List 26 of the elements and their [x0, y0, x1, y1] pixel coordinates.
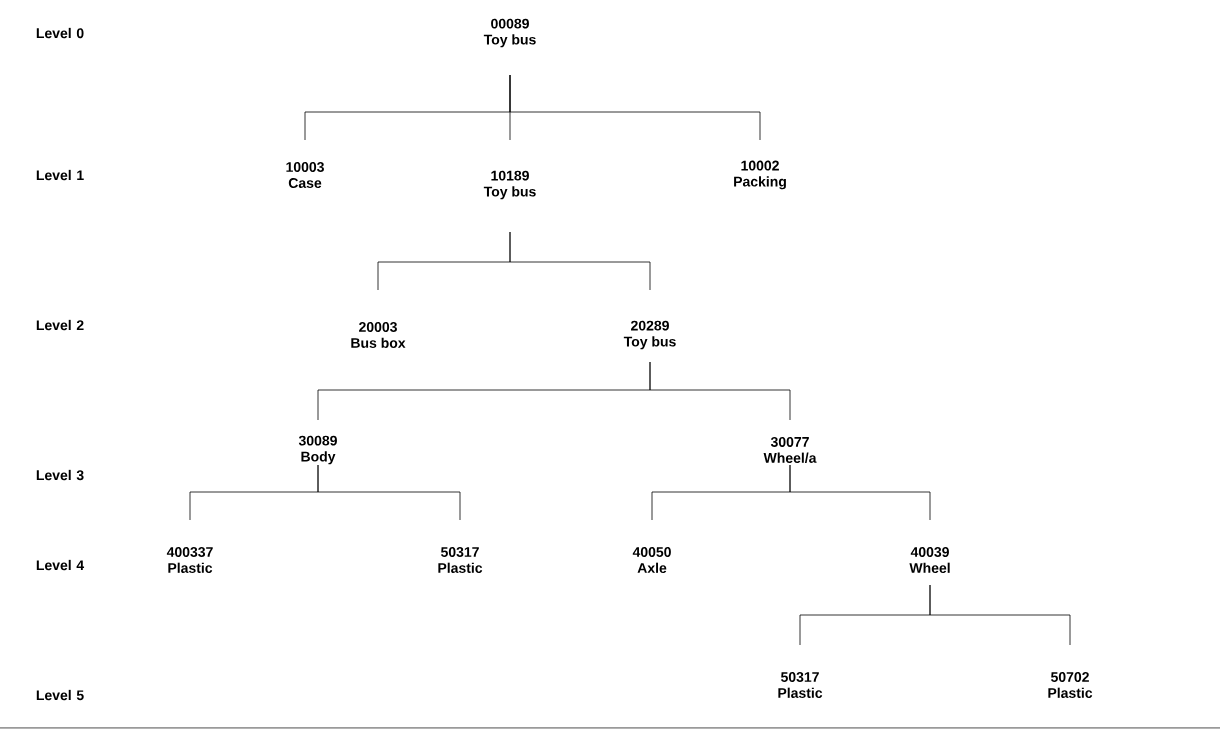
part-label: 400337 Plastic	[166, 547, 213, 573]
part-label: 50317 Plastic	[438, 547, 483, 573]
level-label: Level 0	[36, 27, 84, 39]
part-label: 30077 Wheel/a	[763, 436, 817, 464]
part-label: 40050 Axle	[632, 547, 671, 573]
part-label: 10003 Case	[286, 162, 324, 188]
part-label: 50317 Plastic	[778, 672, 823, 698]
tree-connector	[509, 74, 761, 141]
tree-connector	[789, 464, 931, 521]
part-label: 20289 Toy bus	[623, 320, 676, 350]
level-label: Level 1	[36, 169, 84, 181]
part-label: 40039 Wheel	[909, 547, 950, 573]
level-label: Level 2	[36, 319, 84, 331]
part-label: 50702 Plastic	[1048, 672, 1093, 698]
part-label: 20003 Bus box	[351, 322, 406, 348]
level-label: Level 3	[36, 469, 84, 481]
part-label: 30089 Body	[298, 435, 337, 465]
tree-connector	[509, 231, 651, 291]
level-label: Level 4	[36, 559, 85, 571]
level-label: Level 5	[36, 689, 84, 701]
part-label: 10002 Packing	[734, 160, 786, 190]
part-label: 00089 Toy bus	[483, 18, 536, 48]
part-label: 10189 Toy bus	[483, 170, 536, 200]
tree-connector	[317, 464, 461, 521]
tree-connector	[929, 584, 1071, 646]
tree-connector	[649, 361, 791, 421]
